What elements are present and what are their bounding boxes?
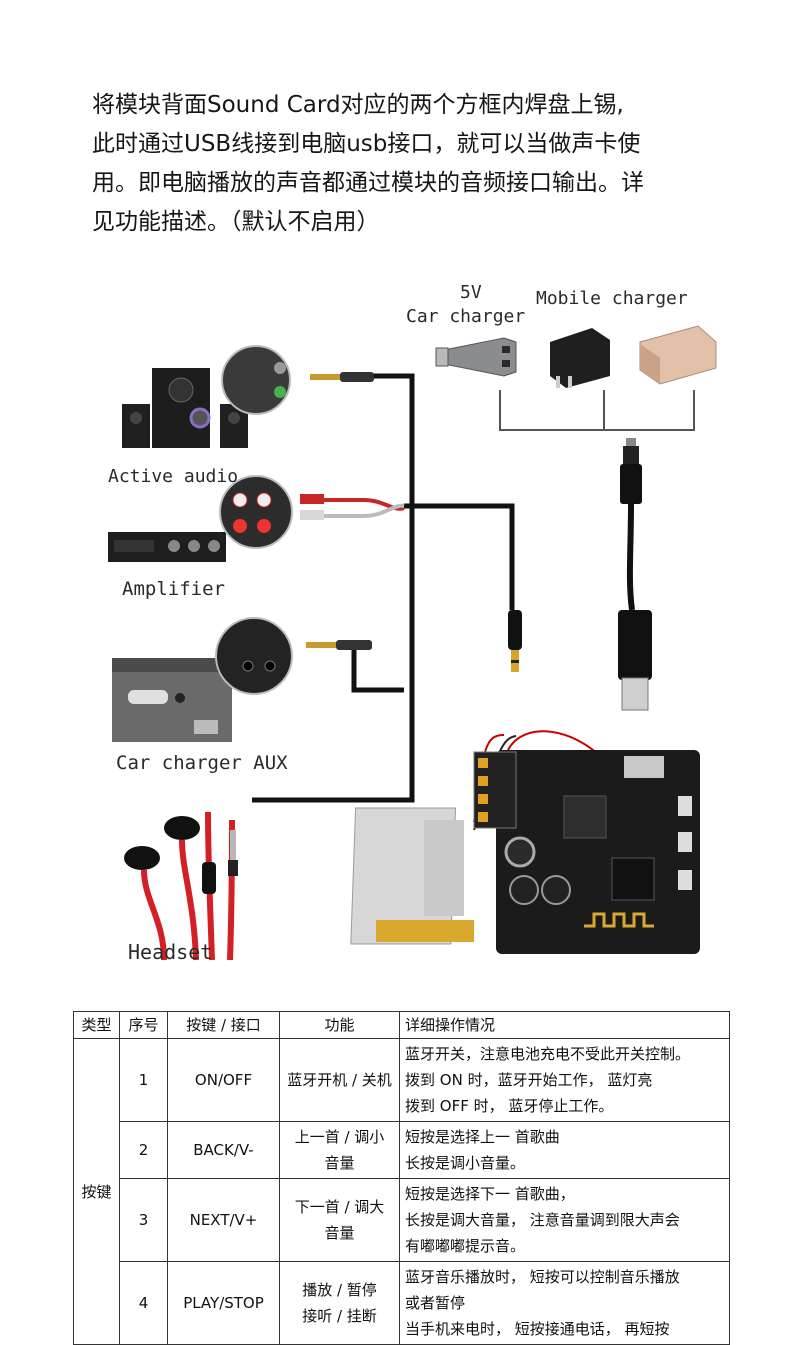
key-function-table: 类型 序号 按键 / 接口 功能 详细操作情况 按键 1 ON/OFF 蓝牙开机…: [73, 1011, 730, 1345]
key-cell: ON/OFF: [167, 1038, 280, 1122]
active-audio-plug-icon: [310, 372, 374, 382]
function-line: 播放 / 暂停: [302, 1281, 377, 1299]
function-line: 蓝牙开机 / 关机: [287, 1071, 392, 1089]
header-type: 类型: [73, 1011, 120, 1039]
detail-line: 拨到 ON 时，蓝牙开始工作， 蓝灯亮: [405, 1071, 653, 1089]
audio-cables: [252, 373, 515, 803]
car-charger-icon: [435, 337, 517, 377]
bluetooth-board-icon: [473, 750, 700, 954]
active-audio-label: Active audio: [108, 466, 239, 487]
number-cell: 1: [119, 1038, 168, 1122]
charger-bracket: [499, 390, 695, 431]
detail-line: 拨到 OFF 时， 蓝牙停止工作。: [405, 1097, 614, 1115]
intro-line: 此时通过USB线接到电脑usb接口，就可以当做声卡使: [92, 131, 641, 157]
wall-charger-icon: [550, 328, 610, 388]
detail-line: 长按是调小音量。: [405, 1154, 526, 1172]
function-cell: 上一首 / 调小 音量: [279, 1121, 400, 1179]
detail-line: 蓝牙开关，注意电池充电不受此开关控制。: [405, 1045, 691, 1063]
mobile-charger-label: Mobile charger: [536, 288, 688, 309]
header-function: 功能: [279, 1011, 400, 1039]
detail-line: 或者暂停: [405, 1294, 466, 1312]
function-cell: 播放 / 暂停 接听 / 挂断: [279, 1261, 400, 1345]
function-cell: 蓝牙开机 / 关机: [279, 1038, 400, 1122]
key-cell: NEXT/V+: [167, 1178, 280, 1262]
car-charger-5v-label: 5V: [460, 282, 482, 303]
table-header-row: 类型 序号 按键 / 接口 功能 详细操作情况: [73, 1011, 730, 1039]
battery-icon: [350, 807, 474, 945]
table-row: 4 PLAY/STOP 播放 / 暂停 接听 / 挂断 蓝牙音乐播放时， 短按可…: [74, 1261, 730, 1345]
amplifier-label: Amplifier: [122, 578, 225, 600]
car-aux-icon: [112, 617, 293, 742]
detail-line: 长按是调大音量， 注意音量调到限大声会: [405, 1211, 680, 1229]
header-number: 序号: [119, 1011, 168, 1039]
usb-cable-icon: [618, 438, 652, 711]
category-cell: 按键: [73, 1038, 120, 1345]
detail-cell: 短按是选择下一 首歌曲， 长按是调大音量， 注意音量调到限大声会 有嘟嘟嘟提示音…: [399, 1178, 730, 1262]
audio-plug-icon: [508, 610, 522, 672]
power-bank-icon: [639, 325, 717, 385]
wiring-diagram: 5V Car charger Mobile charger Active aud…: [104, 280, 720, 968]
car-charger-label: Car charger: [406, 306, 526, 327]
table-row: 3 NEXT/V+ 下一首 / 调大 音量 短按是选择下一 首歌曲， 长按是调大…: [74, 1178, 730, 1262]
number-cell: 4: [119, 1261, 168, 1345]
key-cell: PLAY/STOP: [167, 1261, 280, 1345]
table-row: 2 BACK/V- 上一首 / 调小 音量 短按是选择上一 首歌曲 长按是调小音…: [74, 1121, 730, 1179]
detail-line: 蓝牙音乐播放时， 短按可以控制音乐播放: [405, 1268, 680, 1286]
aux-plug-icon: [306, 640, 372, 650]
number-cell: 3: [119, 1178, 168, 1262]
function-line: 上一首 / 调小: [294, 1128, 385, 1146]
function-line: 接听 / 挂断: [302, 1307, 377, 1325]
detail-line: 当手机来电时， 短按接通电话， 再短按: [405, 1320, 670, 1338]
car-charger-aux-label: Car charger AUX: [116, 752, 288, 774]
detail-cell: 短按是选择上一 首歌曲 长按是调小音量。: [399, 1121, 730, 1179]
wiring-diagram-graphic: [108, 325, 717, 961]
intro-line: 用。即电脑播放的声音都通过模块的音频接口输出。详: [92, 170, 644, 196]
function-line: 音量: [324, 1224, 355, 1242]
function-line: 音量: [324, 1154, 355, 1172]
header-detail: 详细操作情况: [399, 1011, 730, 1039]
amplifier-icon: [108, 475, 293, 562]
intro-line: 见功能描述。（默认不启用）: [92, 209, 380, 235]
key-cell: BACK/V-: [167, 1121, 280, 1179]
rca-cable-icon: [300, 494, 405, 520]
detail-line: 短按是选择上一 首歌曲: [405, 1128, 560, 1146]
header-key-port: 按键 / 接口: [167, 1011, 280, 1039]
detail-line: 短按是选择下一 首歌曲，: [405, 1185, 575, 1203]
detail-line: 有嘟嘟嘟提示音。: [405, 1237, 526, 1255]
active-audio-icon: [122, 345, 291, 448]
intro-line: 将模块背面Sound Card对应的两个方框内焊盘上锡,: [92, 92, 624, 118]
headset-label: Headset: [128, 940, 213, 964]
function-cell: 下一首 / 调大 音量: [279, 1178, 400, 1262]
number-cell: 2: [119, 1121, 168, 1179]
intro-paragraph: 将模块背面Sound Card对应的两个方框内焊盘上锡, 此时通过USB线接到电…: [92, 86, 732, 242]
headset-icon: [124, 811, 238, 961]
detail-cell: 蓝牙音乐播放时， 短按可以控制音乐播放 或者暂停 当手机来电时， 短按接通电话，…: [399, 1261, 730, 1345]
detail-cell: 蓝牙开关，注意电池充电不受此开关控制。 拨到 ON 时，蓝牙开始工作， 蓝灯亮 …: [399, 1038, 730, 1122]
table-row: 按键 1 ON/OFF 蓝牙开机 / 关机 蓝牙开关，注意电池充电不受此开关控制…: [73, 1038, 730, 1345]
function-line: 下一首 / 调大: [294, 1198, 385, 1216]
